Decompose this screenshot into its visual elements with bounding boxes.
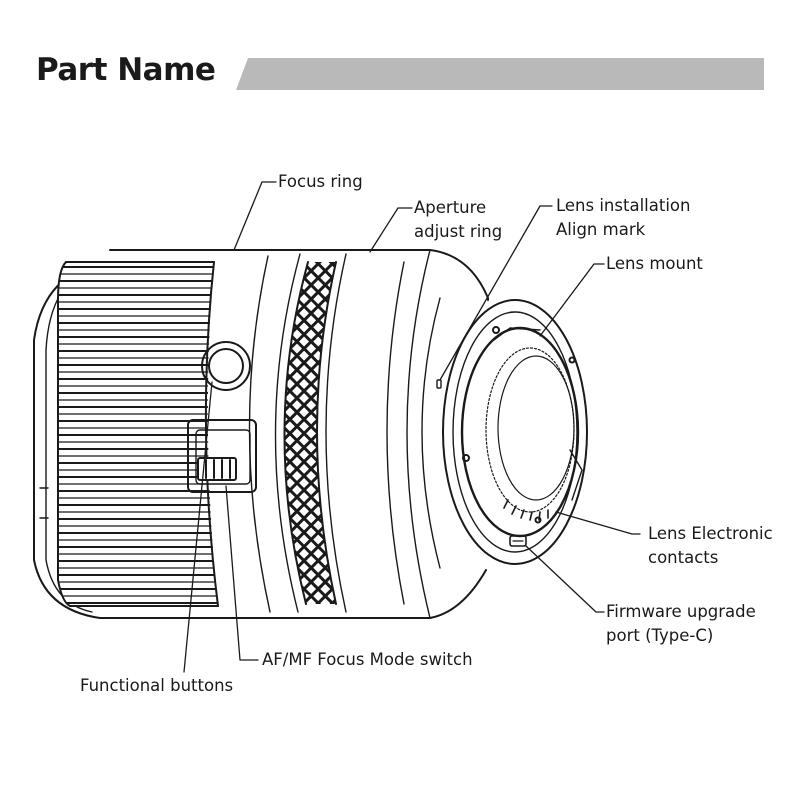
header: Part Name	[0, 0, 800, 110]
lens-barrel	[109, 249, 489, 301]
label-functional-buttons: Functional buttons	[80, 676, 234, 695]
af-mf-switch	[187, 419, 257, 493]
leader-functional-buttons	[183, 381, 213, 673]
title-bar	[236, 58, 764, 90]
leader-lens-mount	[539, 263, 605, 337]
page-title: Part Name	[36, 52, 216, 88]
leader-focus-ring	[233, 181, 277, 251]
aperture-ring	[283, 261, 309, 605]
leader-af-mf-switch	[225, 485, 259, 661]
leader-firmware-port	[525, 545, 605, 613]
lens-align-mark	[436, 379, 442, 389]
firmware-upgrade-port	[509, 535, 527, 547]
label-af-mf-switch: AF/MF Focus Mode switch	[262, 650, 473, 669]
label-align-mark: Lens installation Align mark	[556, 196, 691, 239]
leader-align-mark	[439, 205, 553, 381]
functional-button	[201, 341, 251, 391]
label-electronic-contacts: Lens Electronic contacts	[648, 524, 773, 567]
lens-electronic-contacts	[503, 499, 549, 521]
leader-electronic-contacts	[555, 511, 641, 535]
label-lens-mount: Lens mount	[606, 254, 703, 273]
label-firmware-port: Firmware upgrade port (Type-C)	[606, 602, 756, 645]
leader-aperture-ring	[369, 207, 413, 253]
label-aperture-ring: Aperture adjust ring	[414, 198, 503, 241]
focus-ring	[57, 261, 71, 607]
label-focus-ring: Focus ring	[278, 172, 363, 191]
lens-mount	[442, 299, 588, 565]
